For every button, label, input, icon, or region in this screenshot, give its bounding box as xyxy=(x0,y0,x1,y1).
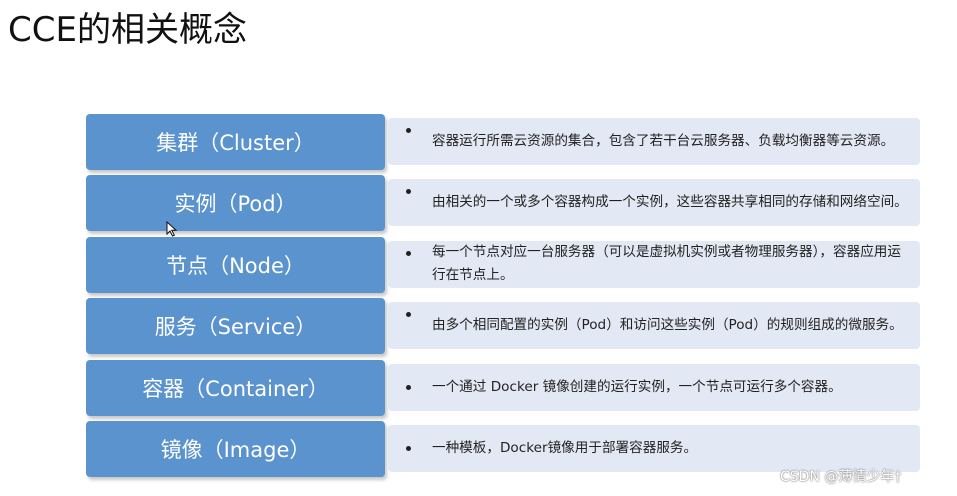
bullet-icon xyxy=(406,250,411,256)
mouse-cursor-icon xyxy=(166,221,178,237)
term-label: 实例（Pod） xyxy=(86,175,385,232)
concept-row-pod: 实例（Pod） 由相关的一个或多个容器构成一个实例，这些容器共享相同的存储和网络… xyxy=(86,175,926,236)
description-box: 由多个相同配置的实例（Pod）和访问这些实例（Pod）的规则组成的微服务。 xyxy=(388,302,920,350)
term-label: 服务（Service） xyxy=(86,298,385,355)
description-text: 由相关的一个或多个容器构成一个实例，这些容器共享相同的存储和网络空间。 xyxy=(432,194,908,211)
description-box: 每一个节点对应一台服务器（可以是虚拟机实例或者物理服务器），容器应用运行在节点上… xyxy=(388,240,920,288)
bullet-icon xyxy=(406,312,411,318)
watermark: CSDN @薄情少年† xyxy=(780,469,902,485)
concept-row-image: 镜像（Image） 一种模板，Docker镜像用于部署容器服务。 xyxy=(86,420,926,482)
page-title: CCE的相关概念 xyxy=(8,10,247,50)
concept-row-node: 节点（Node） 每一个节点对应一台服务器（可以是虚拟机实例或者物理服务器），容… xyxy=(86,236,926,298)
concept-row-container: 容器（Container） 一个通过 Docker 镜像创建的运行实例，一个节点… xyxy=(86,359,926,421)
description-box: 一种模板，Docker镜像用于部署容器服务。 xyxy=(388,424,920,472)
bullet-icon xyxy=(406,128,411,133)
concept-row-cluster: 集群（Cluster） 容器运行所需云资源的集合，包含了若干台云服务器、负载均衡… xyxy=(86,114,926,175)
concept-row-service: 服务（Service） 由多个相同配置的实例（Pod）和访问这些实例（Pod）的… xyxy=(86,298,926,359)
description-text: 一种模板，Docker镜像用于部署容器服务。 xyxy=(432,439,698,456)
bullet-icon xyxy=(406,189,411,195)
bullet-icon xyxy=(406,445,411,451)
description-text: 每一个节点对应一台服务器（可以是虚拟机实例或者物理服务器），容器应用运行在节点上… xyxy=(432,244,901,284)
description-text: 由多个相同配置的实例（Pod）和访问这些实例（Pod）的规则组成的微服务。 xyxy=(432,317,903,334)
term-label: 集群（Cluster） xyxy=(86,114,385,170)
description-text: 一个通过 Docker 镜像创建的运行实例，一个节点可运行多个容器。 xyxy=(432,378,842,395)
description-box: 由相关的一个或多个容器构成一个实例，这些容器共享相同的存储和网络空间。 xyxy=(388,179,920,227)
description-box: 一个通过 Docker 镜像创建的运行实例，一个节点可运行多个容器。 xyxy=(388,363,920,411)
term-label: 镜像（Image） xyxy=(86,420,385,477)
description-box: 容器运行所需云资源的集合，包含了若干台云服务器、负载均衡器等云资源。 xyxy=(388,118,920,165)
term-label: 容器（Container） xyxy=(86,359,385,416)
description-text: 容器运行所需云资源的集合，包含了若干台云服务器、负载均衡器等云资源。 xyxy=(432,133,895,149)
concept-list: 集群（Cluster） 容器运行所需云资源的集合，包含了若干台云服务器、负载均衡… xyxy=(86,114,926,482)
term-label: 节点（Node） xyxy=(86,236,385,293)
bullet-icon xyxy=(406,384,411,390)
